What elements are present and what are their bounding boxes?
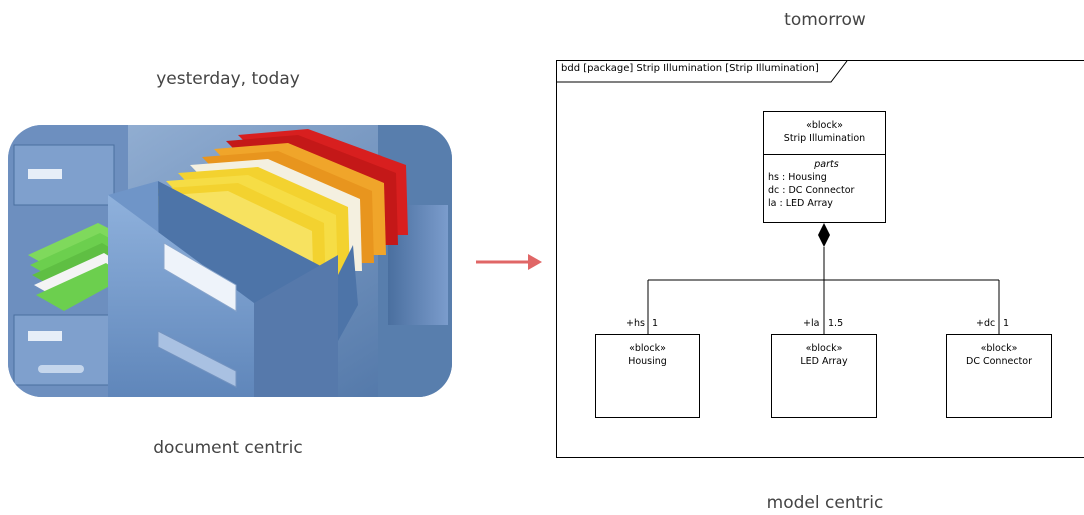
part-led-array: la : LED Array <box>768 198 833 209</box>
caption-document-centric: document centric <box>153 438 303 458</box>
block-stereotype: «block» <box>805 343 843 354</box>
drawer-front <box>108 195 254 397</box>
caption-yesterday-today: yesterday, today <box>156 69 300 89</box>
role-dc: +dc <box>976 318 996 329</box>
multiplicity-la: 1.5 <box>828 318 844 329</box>
block-name: DC Connector <box>966 356 1032 367</box>
part-housing: hs : Housing <box>768 172 827 183</box>
part-dc-connector: dc : DC Connector <box>768 185 855 196</box>
filing-cabinet-illustration <box>8 125 452 397</box>
block-strip-illumination: «block» Strip Illumination parts hs : Ho… <box>763 111 886 223</box>
block-stereotype: «block» <box>629 343 666 354</box>
block-led-array: «block» LED Array <box>771 334 877 418</box>
block-name: Strip Illumination <box>783 133 866 144</box>
block-stereotype: «block» <box>980 343 1018 354</box>
block-stereotype: «block» <box>806 120 843 131</box>
block-name: Housing <box>628 356 667 367</box>
block-dc-connector: «block» DC Connector <box>946 334 1052 418</box>
block-name: LED Array <box>800 356 848 367</box>
green-folders <box>28 223 126 311</box>
role-la: +la <box>803 318 820 329</box>
caption-tomorrow: tomorrow <box>784 10 866 30</box>
composition-diamond <box>818 223 830 247</box>
multiplicity-hs: 1 <box>652 318 659 329</box>
caption-model-centric: model centric <box>766 493 884 513</box>
frame-label: bdd [package] Strip Illumination [Strip … <box>561 63 819 74</box>
filing-cabinet-image <box>8 125 452 397</box>
right-arrow-icon <box>476 254 542 270</box>
block-housing: «block» Housing <box>595 334 700 418</box>
bdd-diagram-frame: bdd [package] Strip Illumination [Strip … <box>556 60 1084 458</box>
frame-tab <box>557 61 848 83</box>
parts-compartment: parts hs : Housing dc : DC Connector la … <box>764 154 885 210</box>
role-hs: +hs <box>626 318 645 329</box>
multiplicity-dc: 1 <box>1003 318 1010 329</box>
composition-connectors <box>647 223 1000 334</box>
parts-compartment-title: parts <box>814 159 839 170</box>
